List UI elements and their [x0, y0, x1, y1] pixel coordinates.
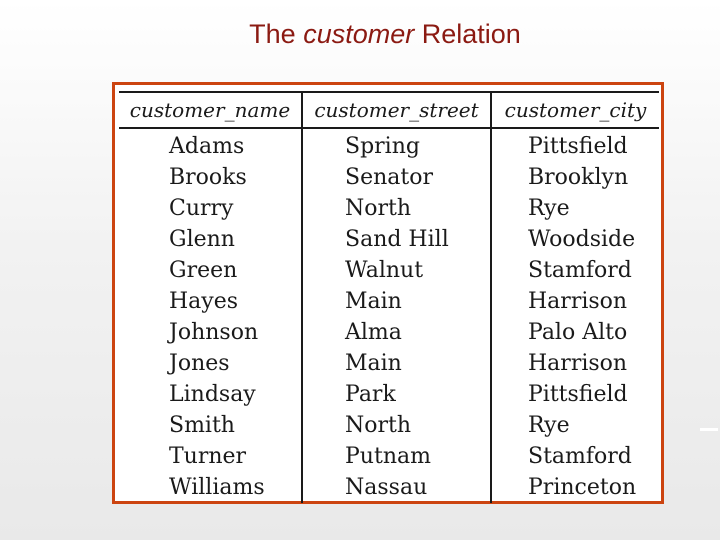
customer-relation-table: customer_name customer_street customer_c… [119, 91, 659, 503]
cell-customer-street: North [301, 410, 491, 441]
cell-customer-name: Williams [169, 475, 265, 500]
cell-customer-name: Jones [169, 351, 230, 376]
column-header-customer-city: customer_city [490, 91, 659, 129]
cell-customer-name: Brooks [169, 165, 247, 190]
cell-customer-street: Main [301, 286, 491, 317]
cell-customer-street: North [301, 193, 491, 224]
column-header-customer-name: customer_name [119, 91, 302, 129]
cell-customer-name: Curry [169, 196, 234, 221]
cell-customer-city: Palo Alto [490, 317, 659, 348]
slide-title: The customer Relation [0, 16, 720, 52]
cell-customer-name: Turner [169, 444, 247, 469]
cell-customer-name: Green [169, 258, 238, 283]
cell-customer-city: Stamford [490, 441, 659, 472]
cell-customer-street: Putnam [301, 441, 491, 472]
cell-customer-street: Nassau [301, 472, 491, 503]
column-header-customer-street: customer_street [301, 91, 491, 129]
cell-customer-name: Johnson [169, 320, 259, 345]
cell-customer-street: Walnut [301, 255, 491, 286]
cell-customer-city: Pittsfield [490, 379, 659, 410]
title-prefix: The [249, 19, 304, 49]
cell-customer-street: Main [301, 348, 491, 379]
decorative-dash [700, 428, 718, 431]
cell-customer-name: Glenn [169, 227, 235, 252]
cell-customer-street: Senator [301, 162, 491, 193]
cell-customer-street: Alma [301, 317, 491, 348]
cell-customer-street: Spring [301, 129, 491, 162]
cell-customer-name: Lindsay [169, 382, 256, 407]
cell-customer-city: Pittsfield [490, 129, 659, 162]
cell-customer-city: Harrison [490, 348, 659, 379]
cell-customer-city: Woodside [490, 224, 659, 255]
title-emphasis: customer [303, 19, 415, 49]
cell-customer-street: Sand Hill [301, 224, 491, 255]
title-suffix: Relation [414, 19, 521, 49]
cell-customer-city: Princeton [490, 472, 659, 503]
cell-customer-city: Stamford [490, 255, 659, 286]
table-header-row: customer_name customer_street customer_c… [119, 91, 659, 129]
cell-customer-city: Brooklyn [490, 162, 659, 193]
cell-customer-name: Hayes [169, 289, 239, 314]
cell-customer-name: Adams [169, 134, 245, 159]
cell-customer-city: Rye [490, 193, 659, 224]
relation-frame: customer_name customer_street customer_c… [112, 82, 664, 504]
cell-customer-city: Rye [490, 410, 659, 441]
cell-customer-name: Smith [169, 413, 235, 438]
cell-customer-street: Park [301, 379, 491, 410]
cell-customer-city: Harrison [490, 286, 659, 317]
